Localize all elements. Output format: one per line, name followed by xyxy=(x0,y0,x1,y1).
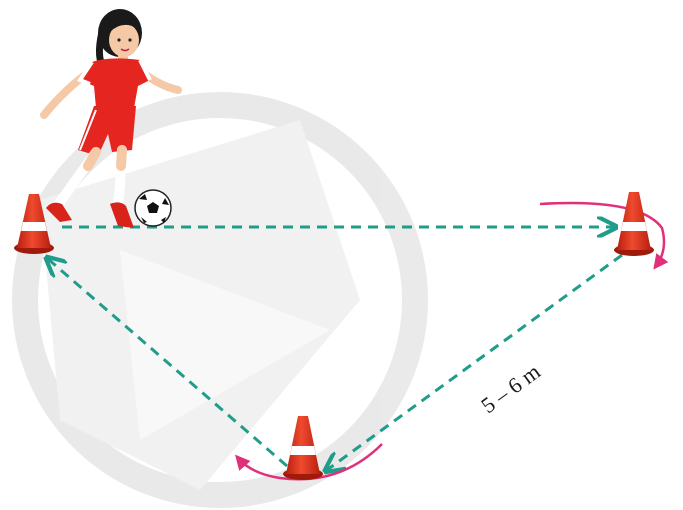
soccer-ball xyxy=(135,190,171,226)
cone-bottom xyxy=(283,416,323,480)
path-right-to-bottom xyxy=(327,255,622,470)
distance-label: 5 – 6 m xyxy=(476,359,545,418)
cone-right xyxy=(614,192,654,256)
